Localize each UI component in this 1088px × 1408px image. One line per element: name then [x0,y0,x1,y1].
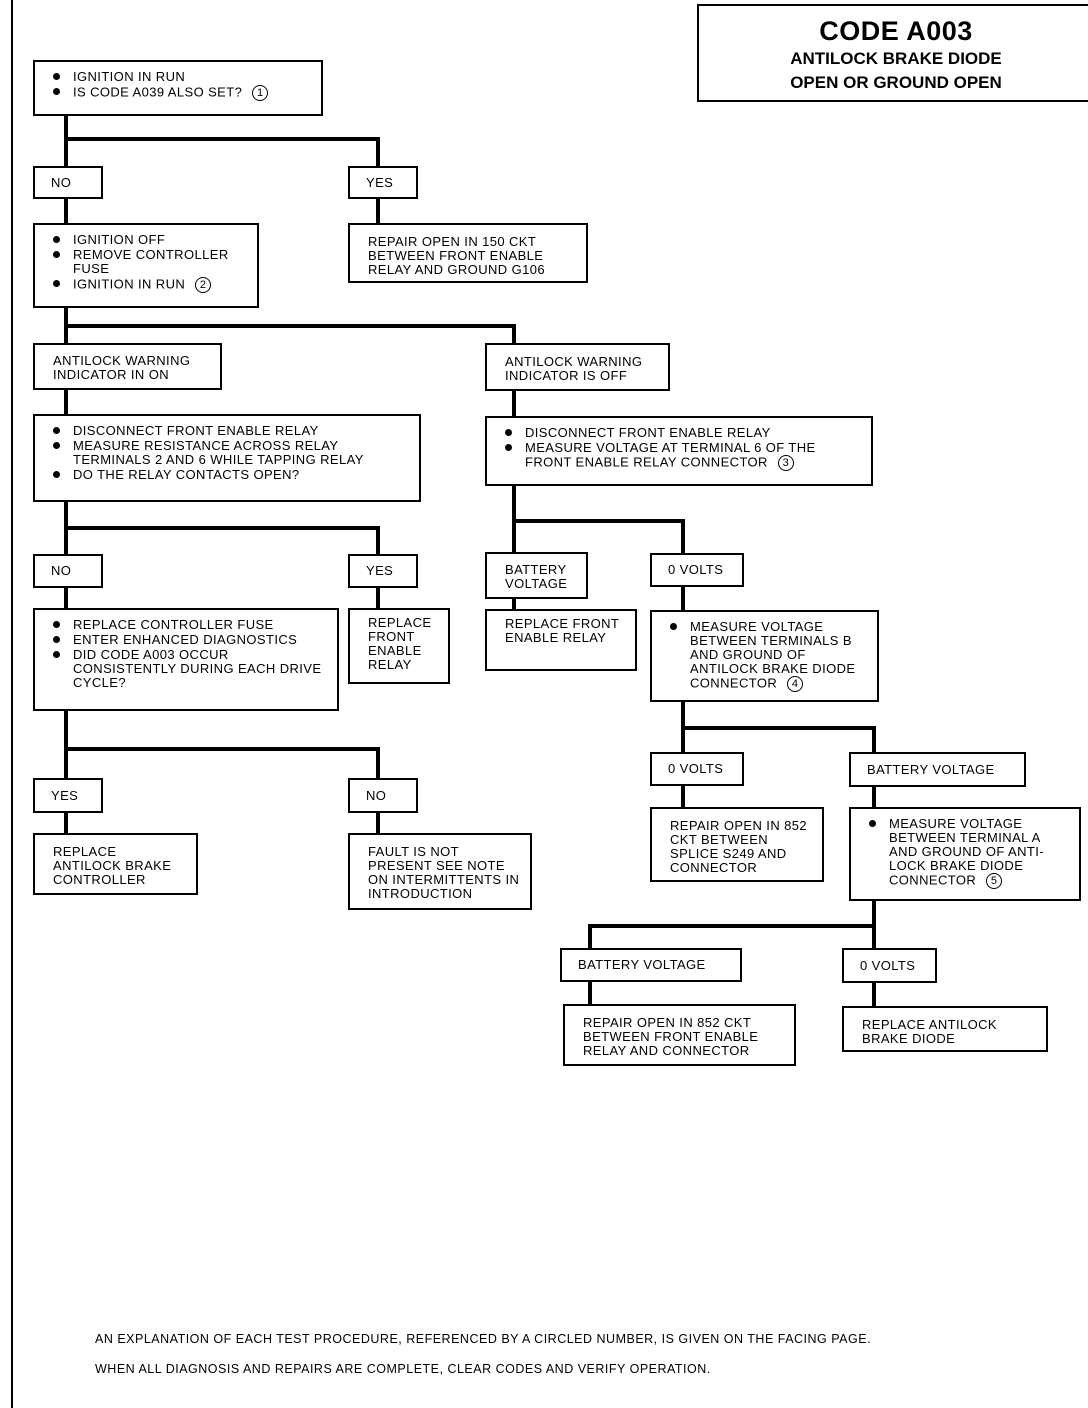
step-5-item: REPLACE CONTROLLER FUSE [73,617,274,632]
title-line-1: ANTILOCK BRAKE DIODE [790,49,1002,68]
bullet-icon [53,651,60,658]
step-7-box: MEASURE VOLTAGE BETWEEN TERMINAL A AND G… [849,807,1081,901]
step-1-box: IGNITION IN RUN IS CODE A039 ALSO SET? 1 [33,60,323,116]
step-1-item: IGNITION IN RUN [73,69,186,84]
yes-label: YES [348,166,418,199]
step-4-box: DISCONNECT FRONT ENABLE RELAY MEASURE VO… [485,416,873,486]
bullet-icon [53,280,60,287]
battery-voltage-label: BATTERY VOLTAGE [485,552,588,599]
no-label: NO [33,554,103,588]
yes-label: YES [348,554,418,588]
connector [64,526,380,557]
step-3-item: DO THE RELAY CONTACTS OPEN? [73,467,300,482]
bullet-icon [505,444,512,451]
step-4-item: MEASURE VOLTAGE AT TERMINAL 6 OF THE FRO… [525,440,816,470]
repair-150-ckt-box: REPAIR OPEN IN 150 CKT BETWEEN FRONT ENA… [348,223,588,283]
connector [588,924,876,951]
step-3-box: DISCONNECT FRONT ENABLE RELAY MEASURE RE… [33,414,421,502]
step-2-item: REMOVE CONTROLLER FUSE [73,247,229,276]
step-6-box: MEASURE VOLTAGE BETWEEN TERMINALS B AND … [650,610,879,702]
yes-label: YES [33,778,103,813]
ref-number-badge: 5 [986,873,1003,889]
bullet-icon [869,820,876,827]
battery-voltage-label: BATTERY VOLTAGE [560,948,742,982]
ref-number-badge: 3 [777,455,794,471]
bullet-icon [53,236,60,243]
fault-not-present-box: FAULT IS NOT PRESENT SEE NOTE ON INTERMI… [348,833,532,910]
repair-852-relay-box: REPAIR OPEN IN 852 CKT BETWEEN FRONT ENA… [563,1004,796,1066]
repair-852-splice-box: REPAIR OPEN IN 852 CKT BETWEEN SPLICE S2… [650,807,824,882]
bullet-icon [53,88,60,95]
no-label: NO [33,166,103,199]
ref-number-badge: 1 [252,85,269,101]
connector [681,726,876,755]
bullet-icon [53,251,60,258]
step-2-item: IGNITION IN RUN [73,276,186,292]
zero-volts-label: 0 VOLTS [842,948,937,983]
step-2-box: IGNITION OFF REMOVE CONTROLLER FUSE IGNI… [33,223,259,308]
step-5-item: DID CODE A003 OCCUR CONSISTENTLY DURING … [73,647,322,690]
no-label: NO [348,778,418,813]
battery-voltage-label: BATTERY VOLTAGE [849,752,1026,787]
bullet-icon [53,442,60,449]
step-1-item: IS CODE A039 ALSO SET? [73,84,243,100]
zero-volts-label: 0 VOLTS [650,553,744,587]
connector [64,137,380,169]
bullet-icon [53,427,60,434]
footnote-explanation: AN EXPLANATION OF EACH TEST PROCEDURE, R… [95,1332,872,1346]
left-margin-rule [11,0,13,1408]
connector [64,324,516,346]
ref-number-badge: 2 [195,277,212,293]
bullet-icon [53,621,60,628]
warning-off-box: ANTILOCK WARNING INDICATOR IS OFF [485,343,670,391]
step-3-item: MEASURE RESISTANCE ACROSS RELAY TERMINAL… [73,438,364,467]
bullet-icon [505,429,512,436]
replace-diode-box: REPLACE ANTILOCK BRAKE DIODE [842,1006,1048,1052]
footnote-clear-codes: WHEN ALL DIAGNOSIS AND REPAIRS ARE COMPL… [95,1362,711,1376]
warning-on-box: ANTILOCK WARNING INDICATOR IN ON [33,343,222,390]
step-6-item: MEASURE VOLTAGE BETWEEN TERMINALS B AND … [690,619,856,691]
replace-relay-box-2: REPLACE FRONT ENABLE RELAY [485,609,637,671]
code-title: CODE A003 [819,16,973,46]
connector [512,519,685,556]
connector [64,747,380,781]
title-block: CODE A003 ANTILOCK BRAKE DIODE OPEN OR G… [697,4,1088,102]
replace-controller-box: REPLACE ANTILOCK BRAKE CONTROLLER [33,833,198,895]
zero-volts-label: 0 VOLTS [650,752,744,786]
bullet-icon [53,636,60,643]
step-2-item: IGNITION OFF [73,232,166,247]
bullet-icon [53,73,60,80]
bullet-icon [53,471,60,478]
bullet-icon [670,623,677,630]
step-4-item: DISCONNECT FRONT ENABLE RELAY [525,425,771,440]
step-5-item: ENTER ENHANCED DIAGNOSTICS [73,632,298,647]
ref-number-badge: 4 [787,676,804,692]
step-3-item: DISCONNECT FRONT ENABLE RELAY [73,423,319,438]
replace-relay-box: REPLACE FRONT ENABLE RELAY [348,608,450,684]
title-line-2: OPEN OR GROUND OPEN [790,73,1002,92]
step-5-box: REPLACE CONTROLLER FUSE ENTER ENHANCED D… [33,608,339,711]
step-7-item: MEASURE VOLTAGE BETWEEN TERMINAL A AND G… [889,816,1044,888]
